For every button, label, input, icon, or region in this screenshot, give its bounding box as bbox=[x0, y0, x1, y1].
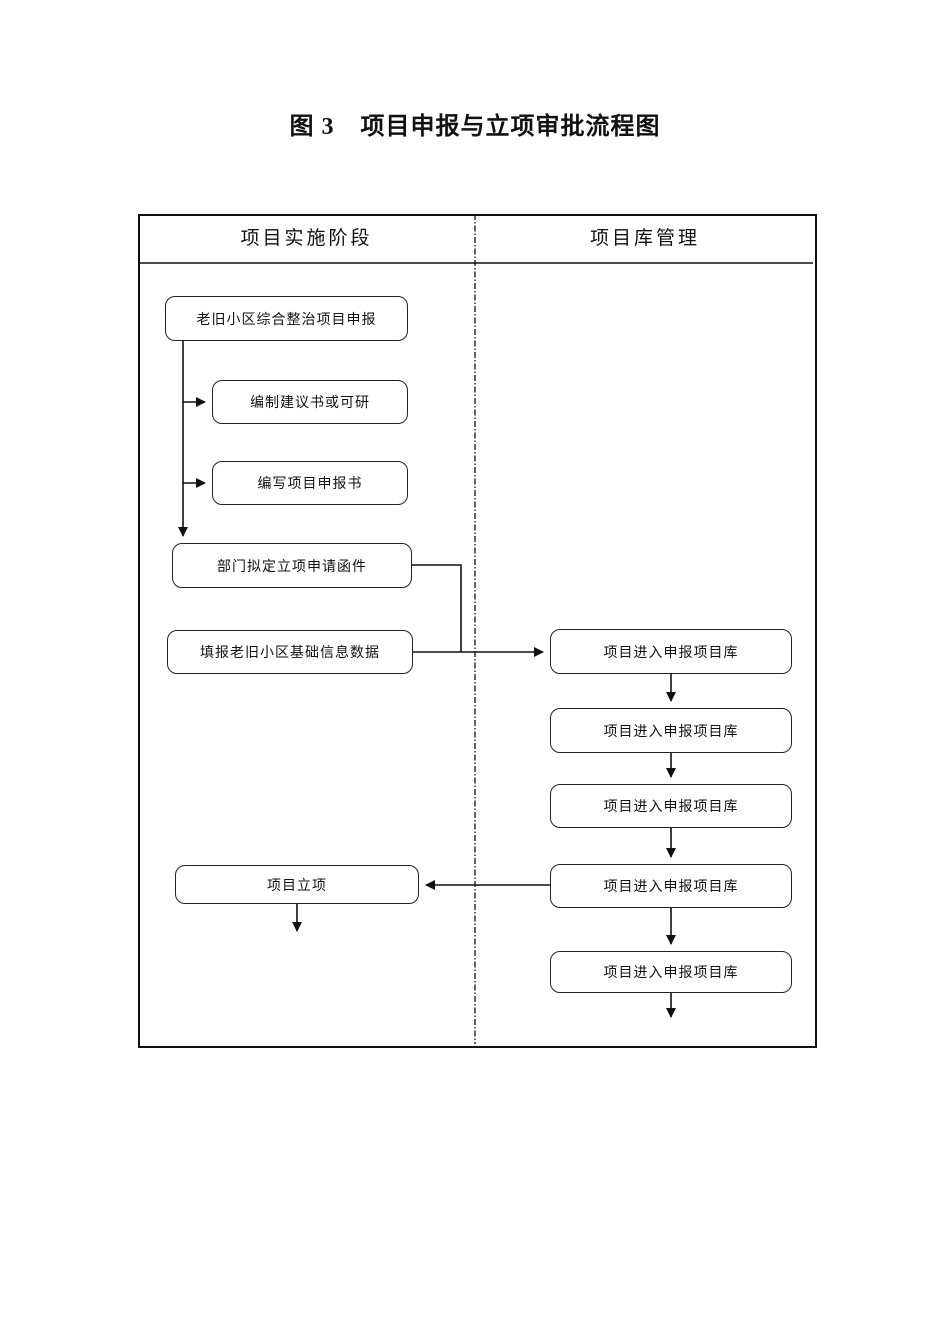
flow-node-project-application: 老旧小区综合整治项目申报 bbox=[165, 296, 408, 341]
flow-node-enter-library-5: 项目进入申报项目库 bbox=[550, 951, 792, 993]
flow-node-proposal-or-feasibility: 编制建议书或可研 bbox=[212, 380, 408, 424]
connector-b4-join bbox=[412, 564, 462, 652]
flowchart-frame bbox=[138, 214, 817, 1048]
flow-node-fill-basic-data: 填报老旧小区基础信息数据 bbox=[167, 630, 413, 674]
flow-node-department-letter: 部门拟定立项申请函件 bbox=[172, 543, 412, 588]
figure-title: 图 3 项目申报与立项审批流程图 bbox=[0, 106, 950, 141]
flow-node-enter-library-3: 项目进入申报项目库 bbox=[550, 784, 792, 828]
figure-number: 图 3 bbox=[289, 114, 335, 140]
flow-node-enter-library-1: 项目进入申报项目库 bbox=[550, 629, 792, 674]
flow-node-project-approval: 项目立项 bbox=[175, 865, 419, 904]
flow-node-write-application: 编写项目申报书 bbox=[212, 461, 408, 505]
flow-node-enter-library-2: 项目进入申报项目库 bbox=[550, 708, 792, 753]
column-header-implementation: 项目实施阶段 bbox=[240, 228, 373, 249]
figure-title-text: 项目申报与立项审批流程图 bbox=[360, 114, 661, 140]
flow-node-enter-library-4: 项目进入申报项目库 bbox=[550, 864, 792, 908]
column-header-library: 项目库管理 bbox=[589, 228, 700, 249]
